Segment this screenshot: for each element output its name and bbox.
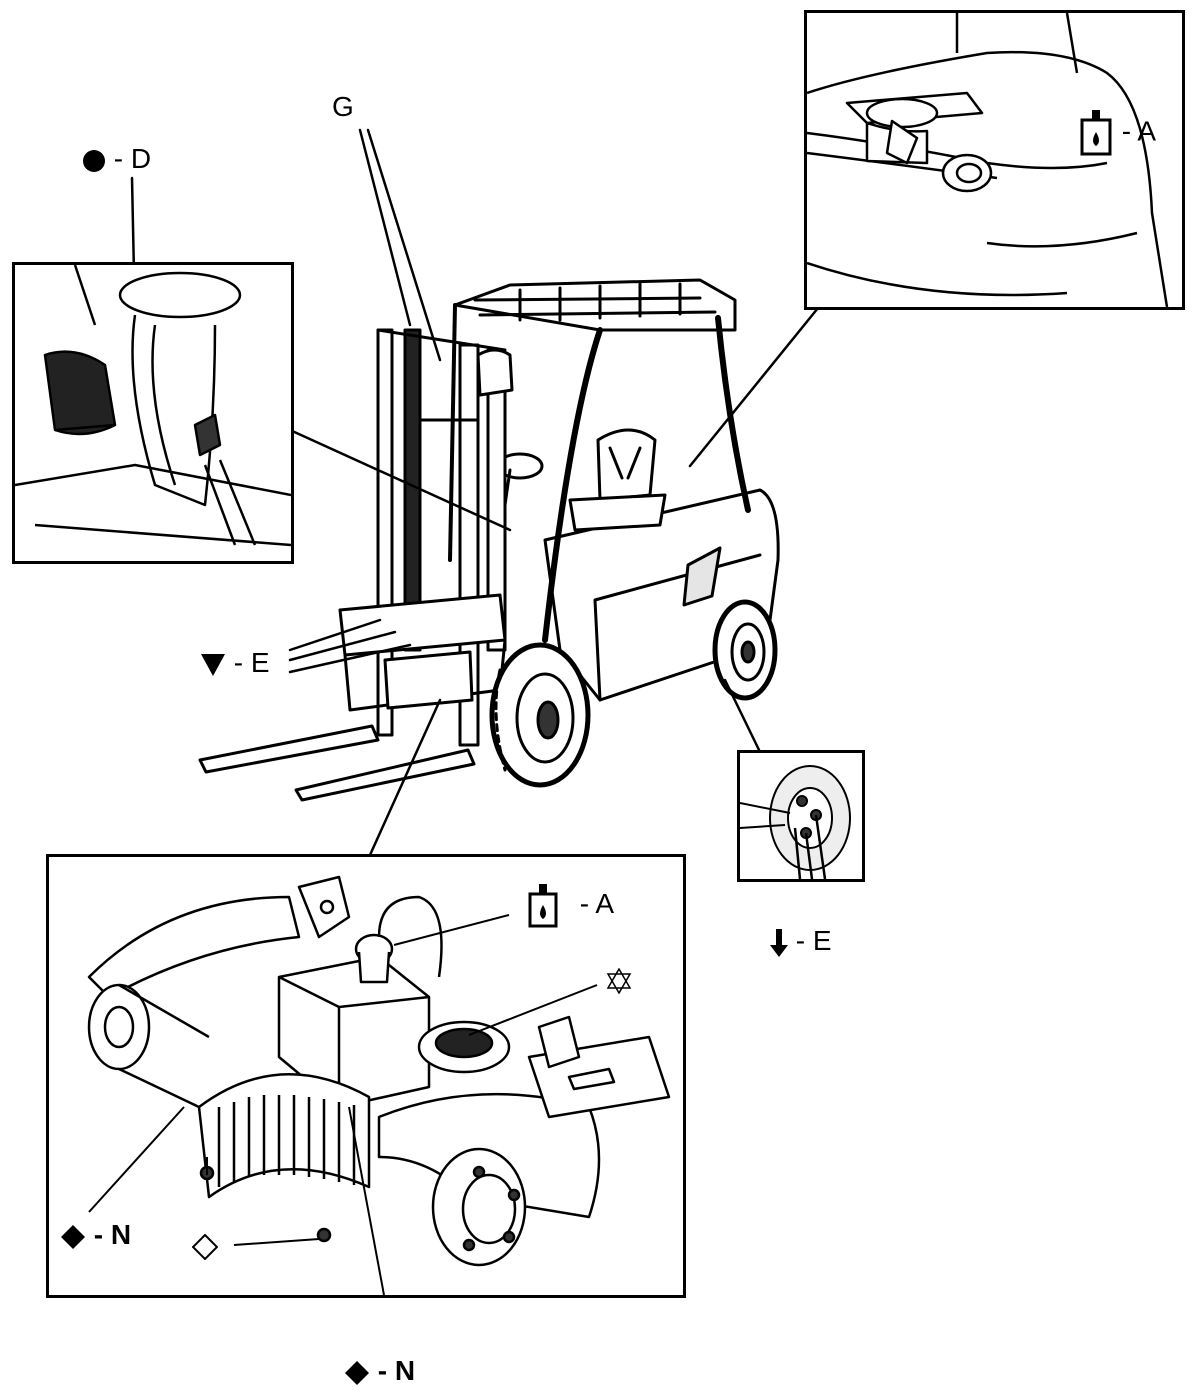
tank-cap-drawing xyxy=(807,13,1169,307)
oil-can-icon xyxy=(1080,110,1112,156)
filled-diamond-icon xyxy=(345,1360,369,1385)
wheel-detail-drawing xyxy=(740,765,851,879)
label-open-diamond xyxy=(192,1230,218,1260)
label-e-right-text: - E xyxy=(795,925,832,956)
label-n-bottom-text: - N xyxy=(377,1355,416,1386)
label-n-left-text: - N xyxy=(93,1219,132,1250)
label-a-top-text: - A xyxy=(1121,115,1157,147)
label-star xyxy=(606,964,632,994)
label-a-detail-text: - A xyxy=(579,888,615,920)
reservoir-drawing xyxy=(15,265,291,547)
down-triangle-icon xyxy=(201,653,225,676)
label-n-left: - N xyxy=(60,1220,131,1250)
label-e-right: - E xyxy=(770,926,832,957)
label-d: - D xyxy=(82,144,151,174)
label-n-bottom: - N xyxy=(344,1356,415,1386)
inset-reservoir xyxy=(12,262,294,564)
label-e-left-text: - E xyxy=(233,647,270,678)
down-arrow-icon xyxy=(770,928,788,957)
drive-axle-drawing xyxy=(87,875,671,1295)
label-e-left: - E xyxy=(200,648,270,678)
star-of-david-icon xyxy=(606,967,632,994)
label-g: G xyxy=(332,92,354,122)
label-g-text: G xyxy=(332,91,354,122)
label-d-text: - D xyxy=(113,143,152,174)
oil-can-icon xyxy=(528,884,558,928)
inset-tank-cap xyxy=(804,10,1185,310)
filled-circle-icon xyxy=(83,149,105,172)
label-a-detail: - A xyxy=(528,884,614,928)
inset-drive-axle xyxy=(46,854,686,1298)
filled-diamond-icon xyxy=(61,1224,85,1249)
open-diamond-icon xyxy=(192,1233,218,1260)
inset-wheel xyxy=(737,750,865,882)
label-a-top: - A xyxy=(1080,110,1156,156)
